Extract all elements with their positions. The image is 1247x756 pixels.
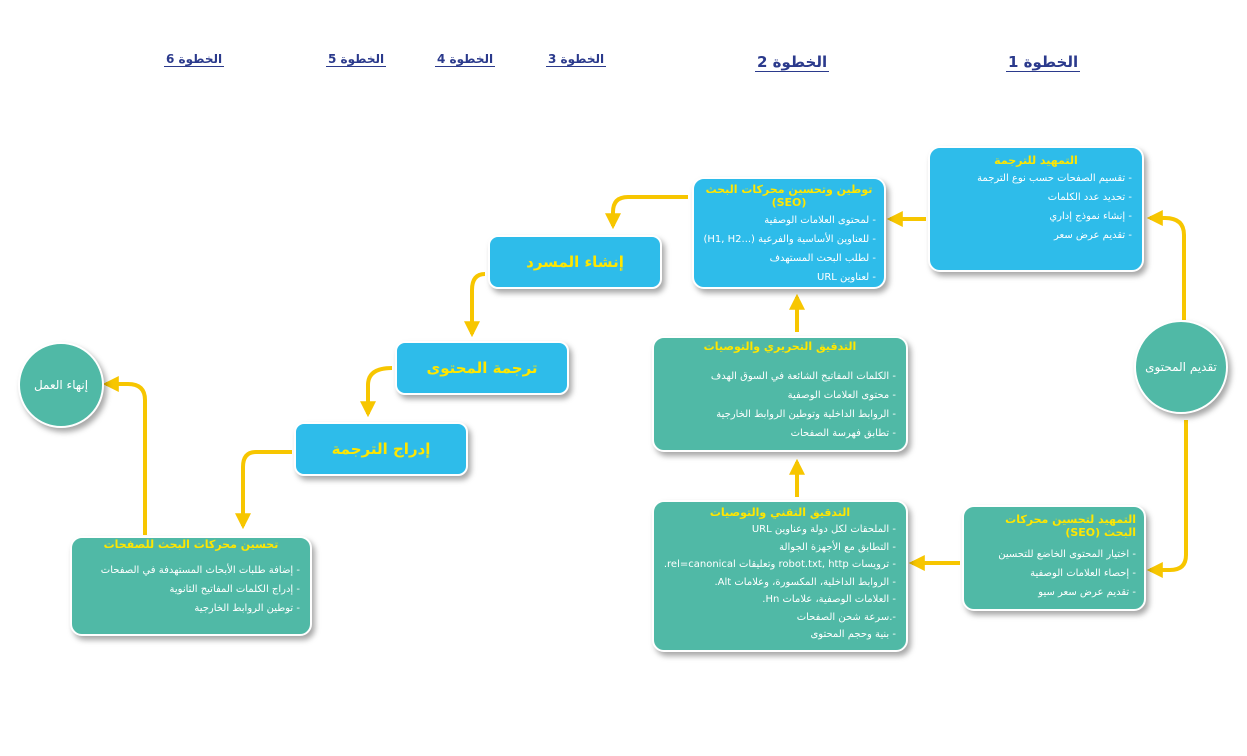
page-seo-title: تحسين محركات البحث للصفحات (103, 538, 279, 551)
list-item: - توطين الروابط الخارجية (194, 603, 300, 614)
prep-seo-title: التمهيد لتحسين محركات البحث (SEO) (1005, 513, 1136, 539)
insert-translation-box: إدراج الترجمة (294, 422, 468, 476)
list-item: - العلامات الوصفية، علامات Hn. (762, 594, 896, 605)
arrow-translate-to-insert (360, 366, 393, 418)
list-item: - تقديم عرض سعر (1054, 230, 1132, 241)
arrow-start-to-prep-seo (1146, 420, 1188, 578)
list-item: - تقديم عرض سعر سيو (1038, 587, 1136, 598)
list-item: - إدراج الكلمات المفاتيح الثانوية (169, 584, 300, 595)
arrow-insert-to-page-seo (235, 450, 292, 530)
prep-translation-title: التمهيد للترجمة (994, 154, 1078, 167)
create-glossary-label: إنشاء المسرد (526, 253, 624, 271)
editorial-audit-box: التدقيق التحريري والتوصيات - الكلمات الم… (652, 336, 908, 452)
translate-content-label: ترجمة المحتوى (426, 359, 538, 377)
insert-translation-label: إدراج الترجمة (331, 440, 431, 458)
start-node-label: تقديم المحتوى (1145, 360, 1217, 374)
list-item: - إضافة طلبات الأبحاث المستهدفة في الصفح… (100, 565, 300, 576)
list-item: -.سرعة شحن الصفحات (796, 611, 896, 623)
step-6-label: الخطوة 6 (164, 52, 225, 68)
technical-audit-box: التدقيق التقني والتوصيات - الملحقات لكل … (652, 500, 908, 652)
list-item: - تطابق فهرسة الصفحات (790, 428, 896, 439)
step-2-label: الخطوة 2 (755, 53, 830, 72)
arrow-start-to-prep-translation (1146, 210, 1186, 320)
end-node-label: إنهاء العمل (33, 378, 89, 392)
list-item: - الكلمات المفاتيح الشائعة في السوق الهد… (710, 371, 896, 382)
list-item: - ترويسات robot.txt, http وتعليقات rel=c… (663, 559, 896, 570)
prep-seo-list: - اختيار المحتوى الخاضع للتحسين - إحصاء … (972, 545, 1136, 602)
list-item: - إنشاء نموذج إداري (1049, 211, 1132, 222)
page-seo-box: تحسين محركات البحث للصفحات - إضافة طلبات… (70, 536, 312, 636)
step-4-label: الخطوة 4 (435, 52, 496, 68)
list-item: - بنية وحجم المحتوى (810, 629, 896, 640)
step-3-label: الخطوة 3 (546, 52, 607, 68)
prep-translation-list: - تقسيم الصفحات حسب نوع الترجمة - تحديد … (940, 169, 1132, 245)
prep-seo-box: التمهيد لتحسين محركات البحث (SEO) - اختي… (962, 505, 1146, 611)
create-glossary-box: إنشاء المسرد (488, 235, 662, 289)
list-item: - الروابط الداخلية، المكسورة، وعلامات Al… (714, 576, 896, 588)
list-item: - لطلب البحث المستهدف (769, 253, 876, 264)
step-5-label: الخطوة 5 (326, 52, 387, 68)
arrow-glossary-to-translate (464, 272, 486, 338)
list-item: - محتوى العلامات الوصفية (787, 390, 896, 401)
editorial-audit-title: التدقيق التحريري والتوصيات (703, 340, 857, 353)
list-item: - إحصاء العلامات الوصفية (1030, 568, 1136, 579)
list-item: - تحديد عدد الكلمات (1047, 192, 1132, 203)
start-node: تقديم المحتوى (1134, 320, 1228, 414)
editorial-audit-list: - الكلمات المفاتيح الشائعة في السوق الهد… (664, 367, 896, 443)
arrow-localize-to-glossary (605, 195, 688, 230)
step-1-label: الخطوة 1 (1006, 53, 1081, 72)
list-item: - الروابط الداخلية وتوطين الروابط الخارج… (716, 409, 896, 420)
list-item: - التطابق مع الأجهزة الجوالة (779, 541, 896, 553)
list-item: - للعناوين الأساسية والفرعية (...H1, H2) (703, 234, 876, 245)
list-item: - الملحقات لكل دولة وعناوين URL (751, 524, 896, 535)
list-item: - تقسيم الصفحات حسب نوع الترجمة (977, 173, 1132, 184)
list-item: - اختيار المحتوى الخاضع للتحسين (998, 549, 1136, 560)
page-seo-list: - إضافة طلبات الأبحاث المستهدفة في الصفح… (82, 561, 300, 618)
localize-seo-box: توطين وتحسين محركات البحث (SEO) - لمحتوى… (692, 177, 886, 289)
list-item: - لعناوين URL (817, 272, 876, 283)
list-item: - لمحتوى العلامات الوصفية (764, 215, 876, 226)
localize-seo-title: توطين وتحسين محركات البحث (SEO) (705, 183, 873, 209)
arrow-page-seo-to-end (102, 376, 147, 535)
translate-content-box: ترجمة المحتوى (395, 341, 569, 395)
technical-audit-list: - الملحقات لكل دولة وعناوين URL - التطاب… (664, 521, 896, 644)
prep-translation-box: التمهيد للترجمة - تقسيم الصفحات حسب نوع … (928, 146, 1144, 272)
localize-seo-list: - لمحتوى العلامات الوصفية - للعناوين الأ… (702, 211, 876, 287)
technical-audit-title: التدقيق التقني والتوصيات (709, 506, 851, 519)
end-node: إنهاء العمل (18, 342, 104, 428)
